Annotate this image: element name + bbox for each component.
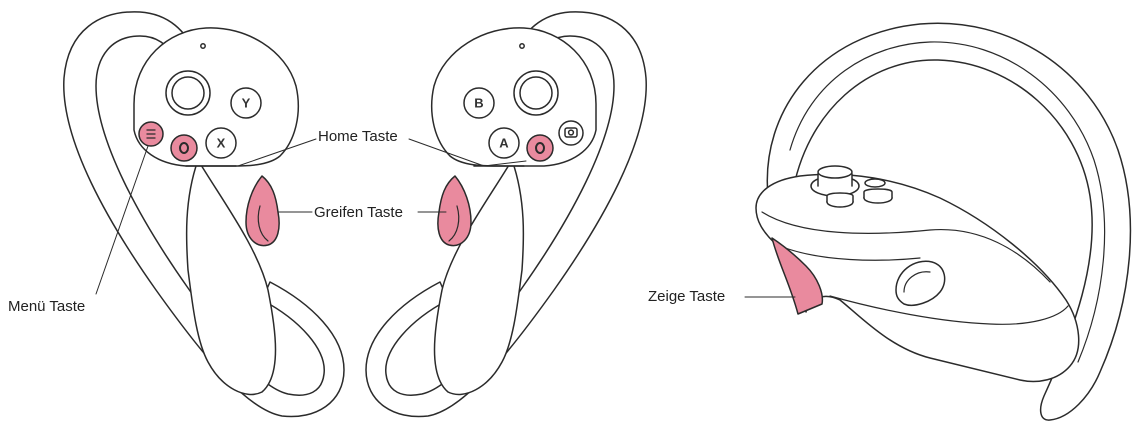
screenshot-button[interactable] xyxy=(559,121,583,145)
left-controller: Y X xyxy=(64,12,344,417)
left-y-button[interactable]: Y xyxy=(231,88,261,118)
right-thumbstick[interactable] xyxy=(514,71,558,115)
right-b-label: B xyxy=(474,96,483,111)
right-b-button[interactable]: B xyxy=(464,88,494,118)
right-home-button[interactable] xyxy=(527,135,553,161)
right-controller: B A xyxy=(366,12,646,417)
left-x-button[interactable]: X xyxy=(206,128,236,158)
side-thumbstick[interactable] xyxy=(811,166,859,196)
menu-button-label: Menü Taste xyxy=(8,299,85,314)
left-x-label: X xyxy=(217,136,226,151)
right-a-button[interactable]: A xyxy=(489,128,519,158)
menu-button[interactable] xyxy=(139,122,163,146)
right-a-label: A xyxy=(499,136,509,151)
home-button-label: Home Taste xyxy=(318,129,398,144)
left-home-button[interactable] xyxy=(171,135,197,161)
trigger-button-label: Zeige Taste xyxy=(648,289,725,304)
left-y-label: Y xyxy=(242,96,251,111)
grip-button-label: Greifen Taste xyxy=(314,205,403,220)
side-view-controller xyxy=(756,23,1130,420)
left-thumbstick[interactable] xyxy=(166,71,210,115)
